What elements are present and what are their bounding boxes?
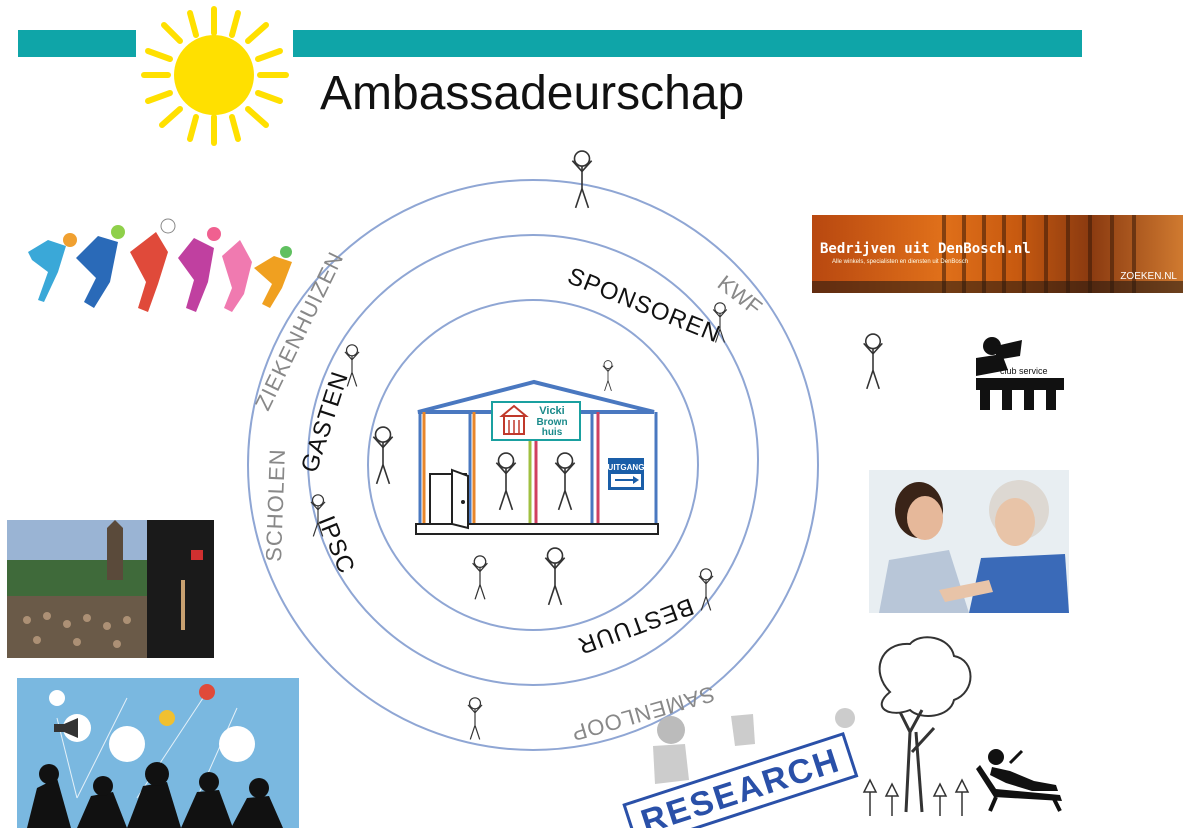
stick-figure-icon bbox=[544, 547, 566, 606]
banner-subtitle: Alle winkels, specialisten en diensten u… bbox=[832, 259, 969, 265]
business-banner: Bedrijven uit DenBosch.nl Alle winkels, … bbox=[812, 215, 1183, 293]
stick-figure-icon bbox=[554, 452, 576, 511]
logo-text-1: Vicki bbox=[539, 405, 565, 417]
club-service-label: club service bbox=[1000, 366, 1048, 376]
banner-title: Bedrijven uit DenBosch.nl bbox=[820, 241, 1031, 257]
megaphone-icon bbox=[54, 718, 78, 738]
logo-text-3: huis bbox=[542, 427, 563, 438]
stick-figure-icon bbox=[862, 333, 884, 390]
stick-figure-icon bbox=[602, 360, 614, 392]
header-bar-right bbox=[293, 30, 1082, 57]
stick-figure-icon bbox=[372, 426, 394, 485]
tree-icon bbox=[862, 636, 972, 816]
sun-icon bbox=[141, 6, 289, 146]
club-service-logo bbox=[976, 337, 1064, 410]
stick-figure-icon bbox=[344, 344, 360, 388]
research-illustration: RESEARCH bbox=[622, 708, 859, 828]
stick-figure-icon bbox=[471, 555, 489, 600]
middle-ring bbox=[307, 234, 759, 686]
header-bar-left bbox=[18, 30, 136, 57]
caregiver-photo bbox=[869, 470, 1069, 613]
stick-figure-icon bbox=[712, 302, 728, 344]
label-scholen: SCHOLEN bbox=[261, 448, 290, 562]
page-title: Ambassadeurschap bbox=[320, 67, 745, 120]
inner-ring bbox=[367, 299, 699, 631]
stick-figure-icon bbox=[310, 494, 326, 538]
label-bestuur: BESTUUR bbox=[574, 592, 698, 659]
stick-figure-icon bbox=[571, 150, 593, 209]
stick-figure-icon bbox=[467, 697, 483, 741]
label-sponsoren: SPONSOREN bbox=[564, 263, 725, 349]
exit-label: UITGANG bbox=[608, 463, 645, 472]
concert-photo bbox=[7, 520, 214, 658]
outer-ring bbox=[247, 179, 819, 751]
banner-brand: ZOEKEN.NL bbox=[1120, 271, 1177, 282]
house-illustration: Vicki Brown huis UITGANG bbox=[415, 379, 659, 535]
lounge-chair-icon bbox=[976, 749, 1062, 812]
sports-figures-image bbox=[28, 218, 292, 312]
stick-figure-icon bbox=[698, 568, 714, 612]
logo-text-2: Brown bbox=[536, 417, 567, 428]
stick-figure-icon bbox=[495, 452, 517, 511]
social-media-illustration bbox=[17, 678, 299, 828]
